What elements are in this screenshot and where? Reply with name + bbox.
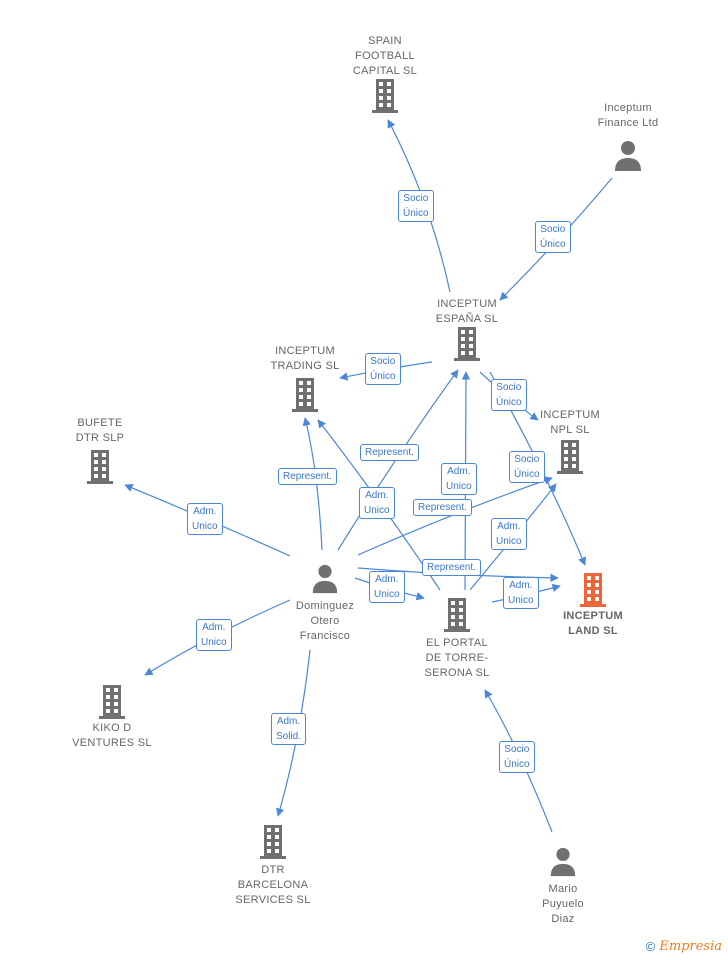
edge-label-adm-unico[interactable]: Adm. Unico (196, 619, 232, 651)
building-icon (99, 685, 125, 719)
building-icon (87, 450, 113, 484)
node-kiko-d-ventures[interactable]: KIKO D VENTURES SL (62, 685, 162, 751)
footer-brand: © Empresia (646, 939, 722, 954)
node-dominguez-otero[interactable]: Dominguez Otero Francisco (282, 563, 368, 644)
edge-label-represent[interactable]: Represent. (278, 468, 337, 485)
building-icon (372, 79, 398, 113)
node-label: INCEPTUM TRADING SL (270, 345, 340, 372)
node-dtr-barcelona[interactable]: DTR BARCELONA SERVICES SL (226, 825, 320, 908)
building-icon (580, 573, 606, 607)
edge-label-adm-solid[interactable]: Adm. Solid. (271, 713, 307, 745)
edge-label-adm-unico[interactable]: Adm. Unico (491, 518, 527, 550)
node-label: KIKO D VENTURES SL (72, 722, 152, 749)
building-icon (454, 327, 480, 361)
node-label: INCEPTUM ESPAÑA SL (435, 298, 499, 325)
node-el-portal[interactable]: EL PORTAL DE TORRE- SERONA SL (414, 598, 500, 681)
edge-label-socio-unico[interactable]: Socio Único (499, 741, 535, 773)
edge-label-adm-unico[interactable]: Adm. Unico (187, 503, 223, 535)
node-mario-puyuelo[interactable]: Mario Puyuelo Diaz (528, 846, 598, 927)
node-label: Mario Puyuelo Diaz (542, 883, 584, 925)
node-inceptum-trading[interactable]: INCEPTUM TRADING SL (260, 344, 350, 412)
node-spain-football-capital[interactable]: SPAIN FOOTBALL CAPITAL SL (340, 34, 430, 113)
edge-label-socio-unico[interactable]: Socio Único (509, 451, 545, 483)
node-label: INCEPTUM NPL SL (540, 409, 600, 436)
person-icon (615, 141, 641, 171)
node-inceptum-finance[interactable]: Inceptum Finance Ltd (586, 101, 670, 173)
brand-logo: Empresia (659, 939, 722, 954)
node-inceptum-npl[interactable]: INCEPTUM NPL SL (530, 408, 610, 474)
edge-label-socio-unico[interactable]: Socio Único (535, 221, 571, 253)
edge-label-socio-unico[interactable]: Socio Único (491, 379, 527, 411)
building-icon (292, 378, 318, 412)
building-icon (557, 440, 583, 474)
person-icon (312, 564, 338, 594)
node-bufete-dtr[interactable]: BUFETE DTR SLP (60, 416, 140, 484)
node-label: EL PORTAL DE TORRE- SERONA SL (424, 637, 490, 679)
building-icon (260, 825, 286, 859)
node-label: Dominguez Otero Francisco (295, 600, 355, 642)
person-icon (550, 847, 576, 877)
node-inceptum-land[interactable]: INCEPTUM LAND SL (550, 573, 636, 639)
edge-label-represent[interactable]: Represent. (360, 444, 419, 461)
edge-label-adm-unico[interactable]: Adm. Unico (503, 577, 539, 609)
node-label: INCEPTUM LAND SL (563, 610, 623, 637)
node-label: DTR BARCELONA SERVICES SL (235, 864, 311, 906)
edge-label-adm-unico[interactable]: Adm. Unico (369, 571, 405, 603)
node-label: BUFETE DTR SLP (75, 417, 125, 444)
node-label: Inceptum Finance Ltd (597, 102, 659, 129)
edge-label-represent[interactable]: Represent. (413, 499, 472, 516)
edge-label-adm-unico[interactable]: Adm. Unico (441, 463, 477, 495)
node-label: SPAIN FOOTBALL CAPITAL SL (352, 35, 418, 77)
copyright-icon: © (645, 939, 656, 954)
edge-label-represent[interactable]: Represent. (422, 559, 481, 576)
building-icon (444, 598, 470, 632)
node-inceptum-espana[interactable]: INCEPTUM ESPAÑA SL (424, 297, 510, 361)
edge-label-socio-unico[interactable]: Socio Único (365, 353, 401, 385)
edge-label-socio-unico[interactable]: Socio Único (398, 190, 434, 222)
edge-label-adm-unico[interactable]: Adm. Unico (359, 487, 395, 519)
